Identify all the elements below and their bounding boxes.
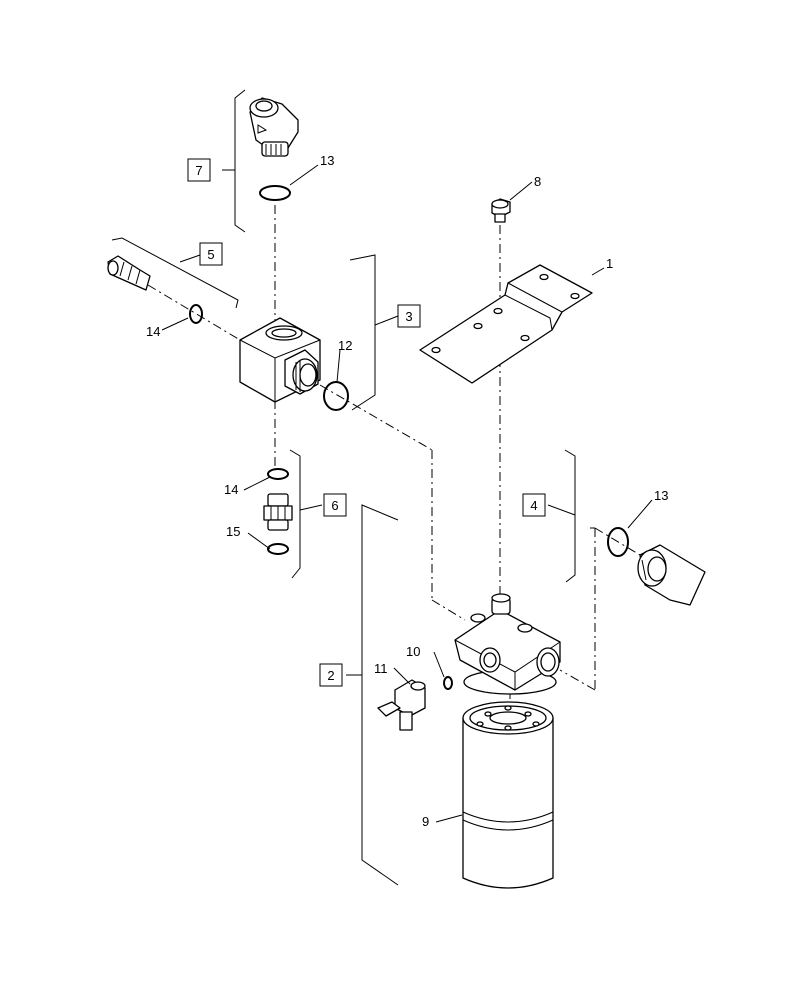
bolt xyxy=(491,198,511,223)
callout-box-5 xyxy=(199,242,223,266)
group-brackets xyxy=(111,89,576,886)
callout-8: 8 xyxy=(534,174,541,189)
mounting-bracket xyxy=(419,264,593,384)
callout-box-6 xyxy=(323,493,347,517)
callout-4: 4 xyxy=(530,498,537,513)
callout-7: 7 xyxy=(195,163,202,178)
o-ring-13-right xyxy=(607,527,629,557)
callout-14-mid: 14 xyxy=(224,482,238,497)
drain-valve xyxy=(377,679,426,731)
callout-11: 11 xyxy=(374,661,388,676)
callout-6: 6 xyxy=(331,498,338,513)
callout-13-right: 13 xyxy=(654,488,668,503)
callout-14-left: 14 xyxy=(146,324,160,339)
leader-lines xyxy=(161,164,653,823)
filter-head xyxy=(454,593,561,695)
elbow-fitting-top xyxy=(249,97,299,157)
callout-box-2 xyxy=(319,663,343,687)
straight-adapter xyxy=(263,493,293,531)
callout-box-7 xyxy=(187,158,211,182)
callout-9: 9 xyxy=(422,814,429,829)
o-ring-12 xyxy=(323,381,349,411)
callout-12: 12 xyxy=(338,338,352,353)
adapter-block xyxy=(239,317,321,403)
callout-1: 1 xyxy=(606,256,613,271)
o-ring-14-mid xyxy=(267,468,289,480)
o-ring-15 xyxy=(267,543,289,555)
o-ring-14-left xyxy=(189,304,203,324)
filter-cartridge xyxy=(462,701,554,889)
callout-5: 5 xyxy=(207,247,214,262)
callout-3: 3 xyxy=(405,309,412,324)
callout-13-top: 13 xyxy=(320,153,334,168)
center-lines xyxy=(147,205,641,730)
callout-box-3 xyxy=(397,304,421,328)
barbed-fitting xyxy=(107,255,151,291)
callout-15: 15 xyxy=(226,524,240,539)
callout-10: 10 xyxy=(406,644,420,659)
callout-box-4 xyxy=(522,493,546,517)
side-elbow-fitting xyxy=(637,544,706,606)
o-ring-13-top xyxy=(259,185,291,201)
callout-2: 2 xyxy=(327,668,334,683)
o-ring-10 xyxy=(443,676,453,690)
